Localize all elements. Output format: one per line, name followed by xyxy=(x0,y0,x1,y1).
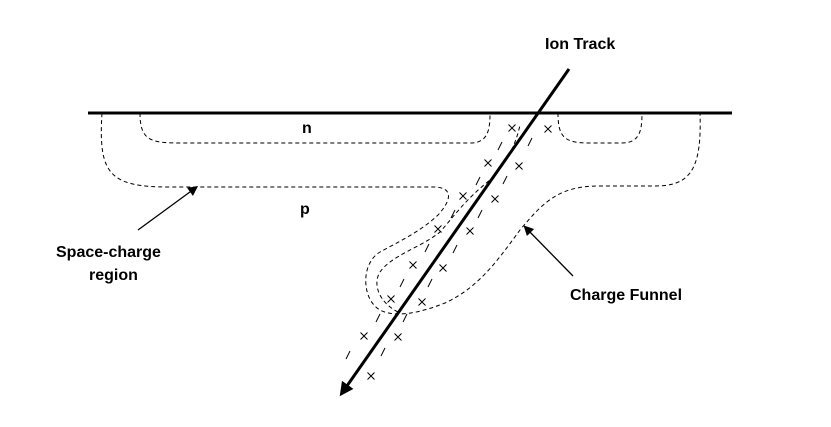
negative-charge-mark xyxy=(427,278,433,288)
positive-charge-mark xyxy=(515,162,523,170)
positive-charge-mark xyxy=(409,261,417,269)
charge-funnel-pointer-arrow xyxy=(523,225,574,277)
positive-charge-mark xyxy=(418,298,426,306)
negative-charge-mark xyxy=(424,243,430,253)
negative-charge-mark xyxy=(450,209,456,219)
depletion-outer-boundary xyxy=(100,112,701,315)
positive-charge-mark xyxy=(367,372,375,380)
negative-charge-mark xyxy=(345,350,351,360)
negative-charge-mark xyxy=(399,278,405,288)
negative-charge-mark xyxy=(475,176,481,186)
positive-charge-mark xyxy=(434,225,442,233)
space-charge-label-line2: region xyxy=(89,267,138,284)
positive-charge-mark xyxy=(394,333,402,341)
positive-charge-mark xyxy=(459,192,467,200)
space-charge-pointer-arrow xyxy=(137,186,199,231)
space-charge-label-line1: Space-charge xyxy=(56,244,161,261)
negative-charge-mark xyxy=(402,313,408,323)
charge-funnel-label: Charge Funnel xyxy=(570,287,682,304)
funnel-inner-boundary xyxy=(376,124,521,313)
n-region-label: n xyxy=(302,120,312,137)
ion-track-label: Ion Track xyxy=(545,36,615,53)
negative-charge-mark xyxy=(380,347,386,357)
negative-charge-mark xyxy=(477,209,483,219)
positive-charge-mark xyxy=(439,264,447,272)
positive-charge-mark xyxy=(508,124,516,132)
negative-charge-mark xyxy=(375,313,381,323)
negative-charge-mark xyxy=(452,244,458,254)
ion-track-arrow xyxy=(339,68,571,397)
charge-carriers-group xyxy=(345,124,552,380)
negative-charge-mark xyxy=(502,175,508,185)
negative-charge-mark xyxy=(497,141,503,151)
positive-charge-mark xyxy=(466,227,474,235)
p-region-label: p xyxy=(300,201,310,218)
positive-charge-mark xyxy=(360,332,368,340)
positive-charge-mark xyxy=(484,159,492,167)
positive-charge-mark xyxy=(491,195,499,203)
n-region-inner-boundary-left xyxy=(139,112,491,144)
n-region-inner-boundary-right xyxy=(557,112,643,144)
positive-charge-mark xyxy=(544,125,552,133)
positive-charge-mark xyxy=(387,295,395,303)
negative-charge-mark xyxy=(527,137,533,147)
